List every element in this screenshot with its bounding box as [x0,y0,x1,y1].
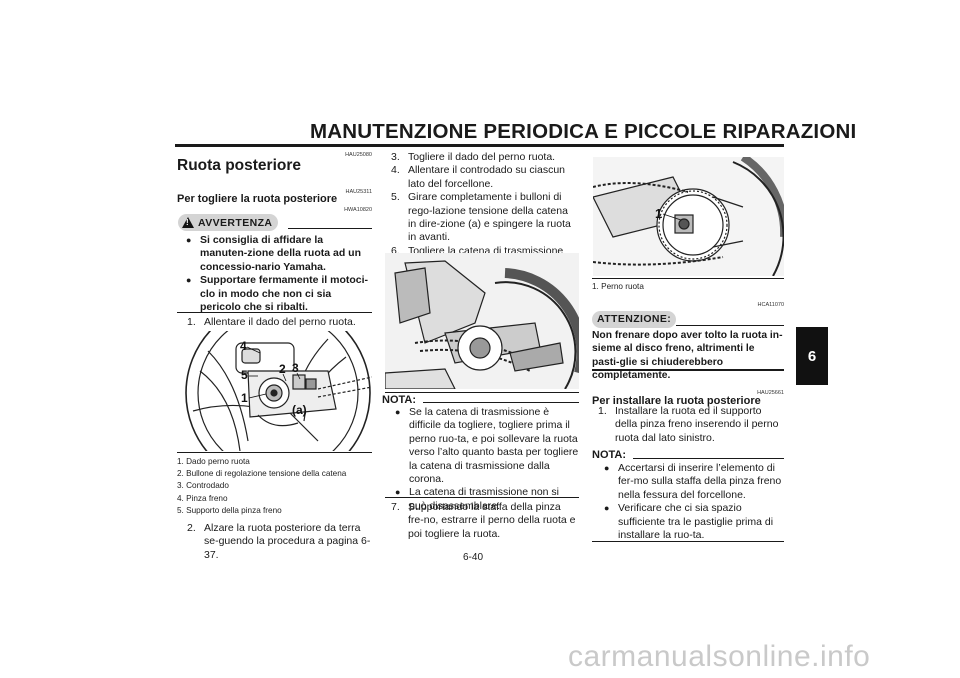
step-2: 2.Alzare la ruota posteriore da terra se… [187,522,371,561]
legend-item: 2. Bullone di regolazione tensione della… [177,469,347,479]
legend-item: 1. Perno ruota [592,282,644,291]
callout-1: 1 [655,206,662,221]
warning-triangle-icon [182,217,194,228]
subsection-title: Per installare la ruota posteriore [592,395,761,407]
callout-4: 4 [240,339,247,353]
warning-top-rule [288,228,372,229]
figure-2-rule [385,392,579,393]
warning-item: Supportare fermamente il motoci-clo in m… [186,274,372,314]
section-code: HAU25080 [345,152,372,158]
figure-1-rule [177,452,372,453]
step-1: 1.Allentare il dado del perno ruota. [187,316,356,328]
warning-list: Si consiglia di affidare la manuten-zion… [186,234,372,314]
warning-badge: AVVERTENZA [178,214,279,231]
callout-1: 1 [241,391,248,405]
note-list: Accertarsi di inserire l’elemento di fer… [604,462,784,542]
attention-badge: ATTENZIONE: [592,311,677,328]
note-list: Se la catena di trasmissione è difficile… [395,406,579,513]
figure-1-legend: 1. Dado perno ruota 2. Bullone di regola… [177,456,377,517]
warning-label: AVVERTENZA [198,216,273,229]
attention-bottom-rule [592,369,784,371]
legend-item: 1. Dado perno ruota [177,457,250,466]
subsection-code: HAU25661 [757,390,784,396]
note-bottom-rule [385,497,579,498]
note-item: Se la catena di trasmissione è difficile… [395,406,579,486]
step-4: 4.Allentare il controdado su ciascun lat… [391,164,566,190]
header-rule [175,144,784,147]
warning-bottom-rule [177,312,372,313]
page-number: 6-40 [463,552,484,563]
callout-3: 3 [292,361,299,375]
legend-item: 3. Controdado [177,481,229,491]
chapter-tab: 6 [796,327,828,385]
note-item: La catena di trasmissione non si può dis… [395,486,579,513]
section-title: Ruota posteriore [177,157,302,174]
attention-code: HCA11070 [757,302,785,308]
step-3: 3.Togliere il dado del perno ruota. [391,151,556,163]
callout-2: 2 [279,362,286,376]
note-top-rule [423,402,579,403]
watermark: carmanualsonline.info [568,640,871,673]
note-bottom-rule [592,541,784,542]
note-top-rule [633,458,784,459]
figure-axle: 1 [592,153,789,277]
callout-a: (a) [292,403,307,417]
steps-3-6: 3.Togliere il dado del perno ruota. 4.Al… [391,151,579,272]
note-label: NOTA: [382,394,417,406]
note-item: Verificare che ci sia spazio sufficiente… [604,502,784,542]
step-5: 5.Girare completamente i bulloni di rego… [391,191,571,244]
attention-text: Non frenare dopo aver tolto la ruota in-… [592,330,783,382]
warning-item: Si consiglia di affidare la manuten-zion… [186,234,372,274]
subsection-title: Per togliere la ruota posteriore [177,193,338,205]
subsection-code: HAU25311 [345,189,373,195]
figure-wheel-axle-nut: 4 5 2 3 1 (a) [178,331,372,451]
figure-chain-removal [384,253,587,390]
figure-3-rule [592,278,784,279]
legend-item: 4. Pinza freno [177,493,228,503]
install-step-1: 1.Installare la ruota ed il supporto del… [598,405,779,444]
note-item: Accertarsi di inserire l’elemento di fer… [604,462,784,502]
callout-5: 5 [241,368,248,382]
figure-3-legend: 1. Perno ruota [592,281,644,293]
note-label: NOTA: [592,449,627,461]
page-header-title: MANUTENZIONE PERIODICA E PICCOLE RIPARAZ… [310,120,857,143]
warning-code: HWA10820 [344,207,372,213]
step-7: 7.Supportando la staffa della pinza fre-… [391,501,576,540]
attention-top-rule [676,325,784,326]
legend-item: 5. Supporto della pinza freno [177,505,282,515]
